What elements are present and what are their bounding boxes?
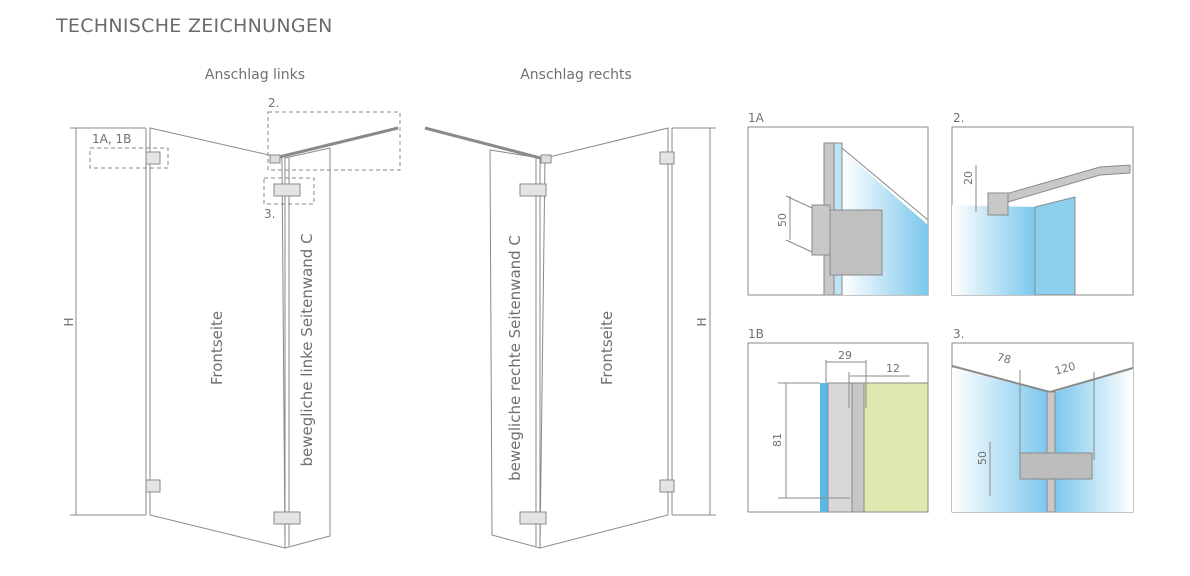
detail-1b-height: 81 <box>771 433 784 447</box>
detail-1a-label: 1A <box>748 111 765 125</box>
detail-3-right: 120 <box>1053 360 1077 378</box>
left-front-label: Frontseite <box>208 311 226 385</box>
callout-box-3 <box>263 177 315 205</box>
callout-box-1 <box>89 147 169 169</box>
left-height-label: H <box>62 317 76 326</box>
detail-2 <box>951 126 1134 296</box>
detail-1a <box>747 126 929 296</box>
detail-1b-glass: 12 <box>886 362 900 375</box>
detail-1b <box>747 342 929 513</box>
detail-3-height: 50 <box>976 451 989 465</box>
detail-3 <box>951 342 1134 513</box>
detail-3-label: 3. <box>953 327 964 341</box>
detail-2-dim: 20 <box>962 171 975 185</box>
callout-2-label: 2. <box>268 96 279 110</box>
left-drawing <box>70 111 401 549</box>
stabilizer-bar-right <box>424 126 549 162</box>
detail-1b-width: 29 <box>838 349 852 362</box>
callout-1-label: 1A, 1B <box>92 132 131 146</box>
stabilizer-bar-left <box>274 126 399 160</box>
detail-1b-label: 1B <box>748 327 764 341</box>
left-heading: Anschlag links <box>205 67 305 83</box>
side-panel-right <box>489 149 541 549</box>
right-drawing <box>424 126 716 549</box>
detail-3-left: 78 <box>995 351 1012 367</box>
detail-2-label: 2. <box>953 111 964 125</box>
page-title: TECHNISCHE ZEICHNUNGEN <box>56 15 333 37</box>
detail-1a-dim: 50 <box>776 213 789 227</box>
right-front-label: Frontseite <box>598 311 616 385</box>
left-side-label: bewegliche linke Seitenwand C <box>298 233 316 466</box>
right-heading: Anschlag rechts <box>520 67 632 83</box>
side-panel-left <box>284 147 331 549</box>
callout-3-label: 3. <box>264 207 275 221</box>
right-height-label: H <box>695 317 709 326</box>
right-side-label: bewegliche rechte Seitenwand C <box>506 235 524 481</box>
callout-box-2 <box>267 111 401 171</box>
